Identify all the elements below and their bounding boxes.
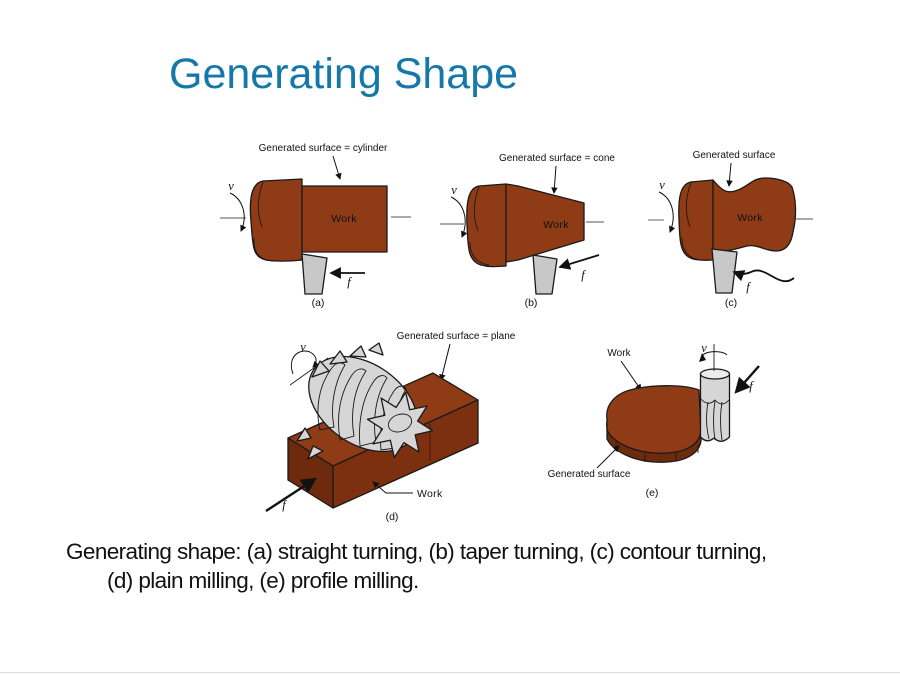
workpiece-chuck-c (678, 179, 714, 261)
diagram-c-contour-turning: Generated surface Work v f (c) (648, 150, 813, 309)
rotation-arc-e (701, 351, 728, 360)
blade-tip-d (296, 427, 312, 442)
cutting-tool-c (711, 248, 738, 294)
speed-label-e: v (701, 341, 707, 355)
work-label-c: Work (737, 212, 763, 224)
chuck-end-curve-b (469, 241, 490, 266)
diagram-b-taper-turning: Generated surface = cone Work v f (b) (440, 153, 615, 309)
cutting-tool-b (532, 254, 558, 295)
speed-label-d: v (300, 340, 306, 354)
work-leader-arrow-e (620, 360, 642, 391)
speed-label-b: v (451, 183, 457, 197)
feed-label-e: f (749, 379, 754, 393)
work-label-d: Work (417, 488, 443, 500)
feed-label-c: f (746, 280, 751, 294)
work-label-b: Work (543, 219, 569, 231)
chuck-end-curve-a (253, 237, 274, 262)
speed-label-c: v (659, 178, 665, 192)
subfigure-tag-b: (b) (525, 297, 538, 309)
chuck-side-curve-c (685, 182, 692, 228)
rotation-arrow-d (291, 350, 320, 375)
feed-label-a: f (347, 275, 352, 289)
page-title: Generating Shape (169, 50, 519, 98)
caption-line-2: (d) plain milling, (e) profile milling. (107, 568, 419, 593)
feed-arrow-d (265, 477, 317, 513)
work-bar-left-face-d (287, 437, 334, 509)
surface-label-a: Generated surface = cylinder (259, 143, 388, 154)
rotation-arrow-a (229, 192, 247, 232)
slide-bottom-border (0, 672, 900, 673)
blade-tip-d (368, 342, 384, 356)
end-mill-flute-line-e (720, 401, 723, 441)
work-plate-top-face-e (606, 385, 702, 454)
workpiece-cylinder-a (301, 185, 388, 253)
subfigure-tag-d: (d) (386, 511, 399, 523)
diagram-d-plain-milling: Generated surface = plane v (265, 331, 516, 523)
figure-caption: Generating shape: (a) straight turning, … (66, 537, 886, 595)
feed-arrow-e (734, 365, 760, 394)
surface-label-b: Generated surface = cone (499, 153, 615, 164)
cutting-tool-a (301, 253, 328, 295)
rotation-arrowhead-e (699, 353, 706, 362)
surface-label-c: Generated surface (693, 150, 776, 161)
chuck-side-curve-a (257, 181, 264, 228)
work-leader-arrow-d (372, 481, 413, 494)
surface-leader-arrow-b (551, 165, 558, 194)
subfigure-tag-e: (e) (646, 487, 659, 499)
cutter-arbor-hole-d (387, 413, 413, 433)
surface-leader-arrow-c (726, 162, 733, 187)
surface-label-e: Generated surface (548, 469, 631, 480)
cutter-gear-end-face-d (366, 391, 434, 459)
subfigure-tag-a: (a) (312, 297, 325, 309)
flute-band-d (359, 375, 388, 447)
end-mill-top-ellipse-e (699, 368, 731, 380)
diagram-a-straight-turning: Generated surface = cylinder Work v f (a… (220, 143, 411, 309)
rotation-arrow-c (658, 191, 676, 233)
feed-arrow-b (558, 254, 600, 270)
workpiece-contour-c (712, 177, 797, 253)
end-mill-flute-start-e (700, 398, 730, 405)
workpiece-chuck-b (466, 183, 507, 268)
surface-leader-arrow-a (332, 155, 342, 180)
speed-label-a: v (228, 179, 234, 193)
surface-leader-arrow-e (596, 445, 620, 469)
chuck-side-curve-b (473, 186, 480, 232)
workpiece-cone-b (505, 183, 585, 263)
end-mill-flute-line-e (706, 401, 710, 440)
feed-arrow-c (732, 269, 795, 283)
surface-label-d: Generated surface = plane (397, 331, 516, 342)
surface-leader-arrow-d (439, 343, 451, 381)
rotation-arrow-b (450, 196, 468, 238)
blade-tip-d (307, 445, 324, 460)
diagram-e-profile-milling: Work v f Generated surface ( (548, 341, 760, 499)
end-mill-flute-line-e (713, 400, 716, 441)
subfigure-tag-c: (c) (725, 297, 737, 309)
work-label-e: Work (607, 348, 631, 359)
flute-band-d (338, 368, 367, 441)
work-label-a: Work (331, 213, 357, 225)
blade-tip-d (311, 360, 330, 378)
flute-band-d (317, 362, 346, 431)
caption-line-1: Generating shape: (a) straight turning, … (66, 539, 767, 564)
workpiece-chuck-a (249, 178, 303, 262)
blade-tip-d (349, 345, 367, 358)
end-mill-body-e (699, 373, 731, 442)
feed-label-d: f (282, 498, 287, 512)
chuck-end-curve-c (681, 237, 701, 261)
feed-label-b: f (581, 268, 586, 282)
